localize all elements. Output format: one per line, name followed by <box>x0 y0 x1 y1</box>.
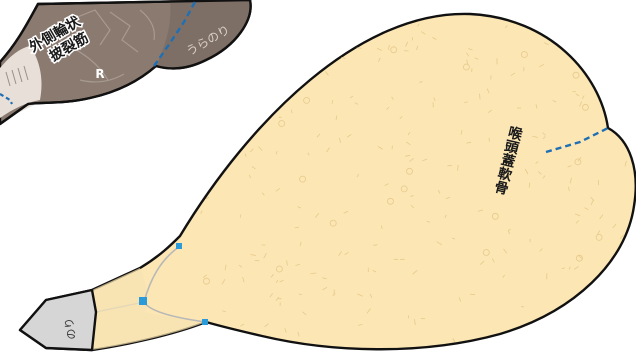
muscle-piece[interactable]: 外側輪状 披裂筋 R うらのり <box>0 0 251 124</box>
glue-tab-body <box>20 290 96 350</box>
texture-dash <box>598 180 599 185</box>
glue-tab[interactable]: のり <box>20 290 96 350</box>
curve-handle-bottom[interactable] <box>202 319 208 325</box>
curve-handle-middle[interactable] <box>139 297 147 305</box>
curve-handle-top[interactable] <box>176 243 182 249</box>
muscle-side-mark: R <box>95 67 104 81</box>
